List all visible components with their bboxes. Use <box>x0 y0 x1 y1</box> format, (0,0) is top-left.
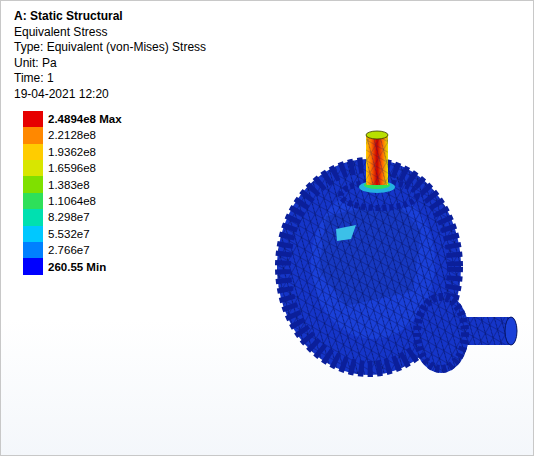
legend-value: 1.1064e8 <box>48 194 96 208</box>
legend-swatch <box>23 111 43 128</box>
result-info: 19-04-2021 12:20 <box>14 87 109 101</box>
legend-swatch <box>23 209 43 226</box>
result-info: Unit: Pa <box>14 56 57 70</box>
result-title: A: Static Structural <box>14 9 123 23</box>
legend-value: 5.532e7 <box>48 227 90 241</box>
legend-value: 2.766e7 <box>48 243 90 257</box>
legend-value: 260.55 Min <box>48 260 106 274</box>
legend-value: 8.298e7 <box>48 210 90 224</box>
legend-swatch <box>23 160 43 177</box>
legend-swatch <box>23 242 43 259</box>
result-info: Type: Equivalent (von-Mises) Stress <box>14 40 206 54</box>
result-info: Time: 1 <box>14 71 54 85</box>
legend-swatch <box>23 226 43 243</box>
housing <box>319 201 421 306</box>
legend-value: 2.2128e8 <box>48 128 96 142</box>
legend-swatch <box>23 193 43 210</box>
legend-value: 2.4894e8 Max <box>48 112 122 126</box>
pinion-gear <box>413 293 517 373</box>
legend-value: 1.6596e8 <box>48 161 96 175</box>
legend-value: 1.383e8 <box>48 178 90 192</box>
legend-swatch <box>23 144 43 161</box>
legend-swatch <box>23 176 43 193</box>
legend-swatch <box>23 258 43 275</box>
top-gear <box>337 131 421 211</box>
legend-swatch <box>23 127 43 144</box>
result-info: Equivalent Stress <box>14 25 107 39</box>
legend-value: 1.9362e8 <box>48 145 96 159</box>
